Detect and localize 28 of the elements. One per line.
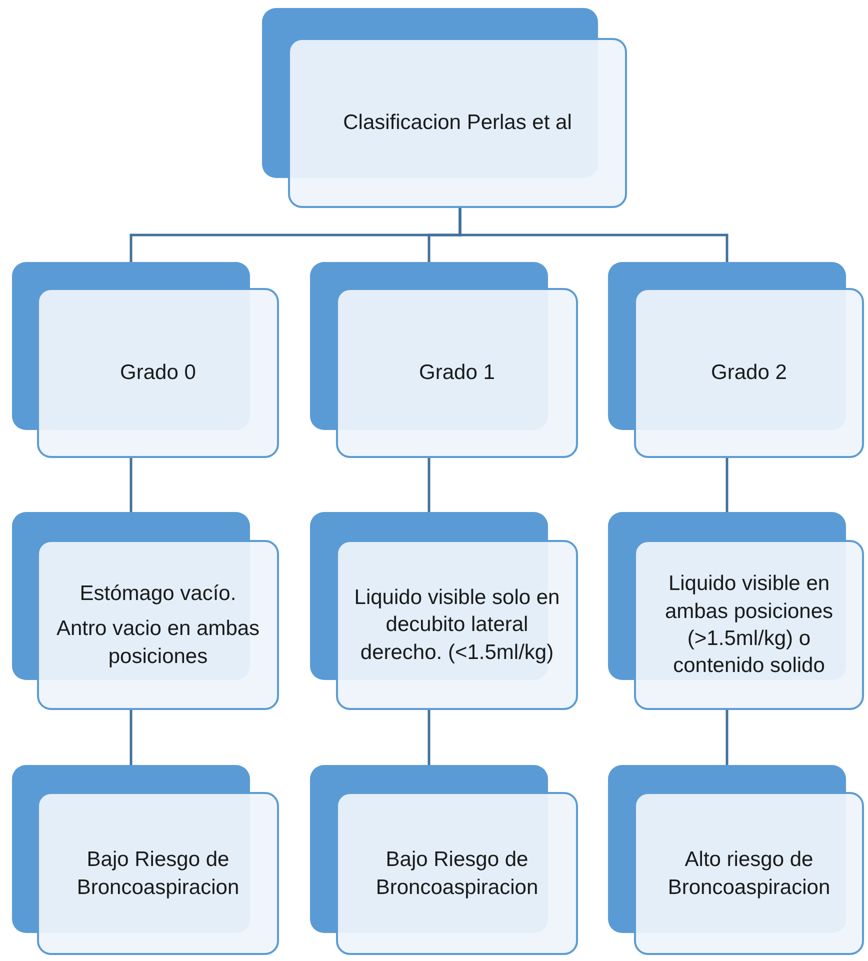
process-box xyxy=(608,765,864,955)
connector-line xyxy=(428,458,430,512)
process-box xyxy=(262,8,627,208)
title-text: Clasificacion Perlas et al xyxy=(343,110,572,136)
process-box xyxy=(310,262,578,458)
process-box xyxy=(310,765,578,955)
box-text: Grado 0 xyxy=(120,360,196,386)
connector-line xyxy=(726,458,728,512)
connector-line xyxy=(726,710,728,765)
box-text: Liquido visible solo en decubito lateral derecho. (<1.5ml/kg) xyxy=(353,585,561,666)
process-box xyxy=(12,765,279,955)
box-text: Bajo Riesgo de Broncoaspiracion xyxy=(76,847,240,900)
connector-line xyxy=(130,710,132,765)
box-text: Alto riesgo de Broncoaspiracion xyxy=(666,847,832,900)
box-text: Grado 2 xyxy=(711,360,787,386)
connector-line xyxy=(130,458,132,512)
process-box xyxy=(608,512,864,710)
connector-line xyxy=(428,710,430,765)
box-text: Liquido visible en ambas posiciones (>1.5ml/kg) o contenido solido xyxy=(664,571,834,680)
box-text: Grado 1 xyxy=(419,360,495,386)
box-text: Estómago vacío. xyxy=(80,581,236,608)
process-box xyxy=(608,262,864,458)
box-text: Bajo Riesgo de Broncoaspiracion xyxy=(374,847,540,900)
process-box xyxy=(12,262,279,458)
process-box xyxy=(12,512,279,710)
connector-line xyxy=(458,208,728,262)
box-text: Antro vacio en ambas posiciones xyxy=(55,616,261,670)
process-box xyxy=(310,512,578,710)
